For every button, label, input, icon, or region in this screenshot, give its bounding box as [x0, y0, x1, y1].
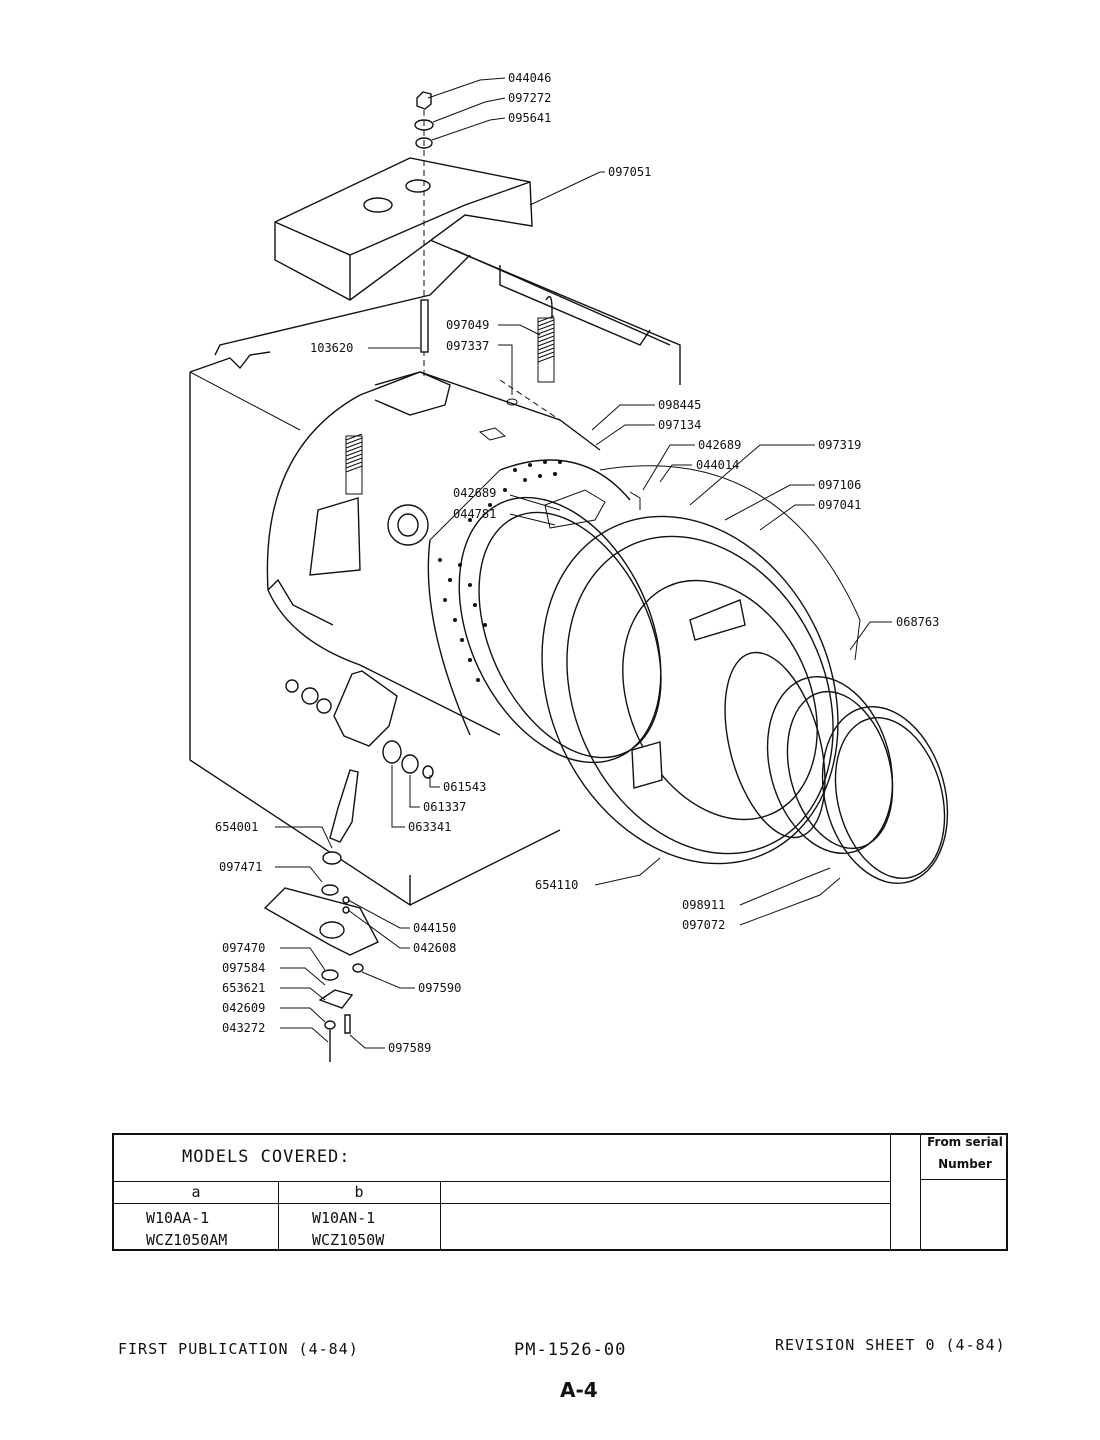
part-label: 097337 [446, 339, 489, 353]
part-label: 044046 [508, 71, 551, 85]
leader-lines [275, 77, 892, 1049]
part-label: 097319 [818, 438, 861, 452]
models-covered-table: MODELS COVERED: a b W10AA-1 WCZ1050AM W1… [112, 1133, 1008, 1251]
table-divider [114, 1203, 890, 1204]
part-label: 097072 [682, 918, 725, 932]
column-a-header: a [191, 1183, 201, 1201]
table-divider [920, 1179, 1006, 1180]
revision-sheet: REVISION SHEET 0 (4-84) [775, 1336, 1006, 1354]
part-label: 061337 [423, 800, 466, 814]
cabinet-frame [189, 239, 681, 907]
table-divider [440, 1181, 441, 1249]
table-divider [114, 1181, 890, 1182]
counterweight [274, 157, 533, 301]
model-a-1: W10AA-1 [146, 1209, 210, 1227]
serial-header-line-2: Number [938, 1157, 992, 1171]
part-label: 044781 [453, 507, 496, 521]
part-label: 097471 [219, 860, 262, 874]
part-labels: 044046 097272 095641 097051 097049 09733… [215, 71, 939, 1055]
top-hardware [414, 91, 434, 380]
basket [427, 459, 631, 736]
column-b-header: b [354, 1183, 364, 1201]
part-label: 097589 [388, 1041, 431, 1055]
part-label: 042689 [453, 486, 496, 500]
part-label: 042609 [222, 1001, 265, 1015]
serial-header-line-1: From serial [927, 1135, 1003, 1149]
springs [345, 296, 561, 495]
part-label: 653621 [222, 981, 265, 995]
part-label: 095641 [508, 111, 551, 125]
table-divider [890, 1135, 891, 1249]
part-label: 068763 [896, 615, 939, 629]
part-label: 097584 [222, 961, 265, 975]
part-label: 044014 [696, 458, 739, 472]
model-a-2: WCZ1050AM [146, 1231, 228, 1249]
part-label: 097051 [608, 165, 651, 179]
document-number: PM-1526-00 [514, 1340, 627, 1360]
models-covered-title: MODELS COVERED: [182, 1147, 351, 1167]
part-label: 654110 [535, 878, 578, 892]
first-publication: FIRST PUBLICATION (4-84) [118, 1340, 359, 1358]
exploded-parts-diagram: 044046 097272 095641 097051 097049 09733… [189, 71, 949, 1062]
part-label: 097041 [818, 498, 861, 512]
model-b-2: WCZ1050W [312, 1231, 385, 1249]
part-label: 044150 [413, 921, 456, 935]
outer-tub [266, 371, 601, 736]
part-label: 061543 [443, 780, 486, 794]
part-label: 098911 [682, 898, 725, 912]
model-b-1: W10AN-1 [312, 1209, 376, 1227]
part-label: 097106 [818, 478, 861, 492]
part-label: 043272 [222, 1021, 265, 1035]
table-divider [278, 1181, 279, 1249]
bottom-parts [263, 670, 434, 1062]
part-label: 097049 [446, 318, 489, 332]
page-number: A-4 [560, 1378, 598, 1402]
part-label: 097470 [222, 941, 265, 955]
part-label: 063341 [408, 820, 451, 834]
part-label: 042608 [413, 941, 456, 955]
table-divider [920, 1135, 921, 1249]
part-label: 098445 [658, 398, 701, 412]
part-label: 097590 [418, 981, 461, 995]
part-label: 103620 [310, 341, 353, 355]
part-label: 097134 [658, 418, 701, 432]
part-label: 097272 [508, 91, 551, 105]
part-label: 654001 [215, 820, 258, 834]
front-rings [458, 465, 949, 885]
part-label: 042689 [698, 438, 741, 452]
